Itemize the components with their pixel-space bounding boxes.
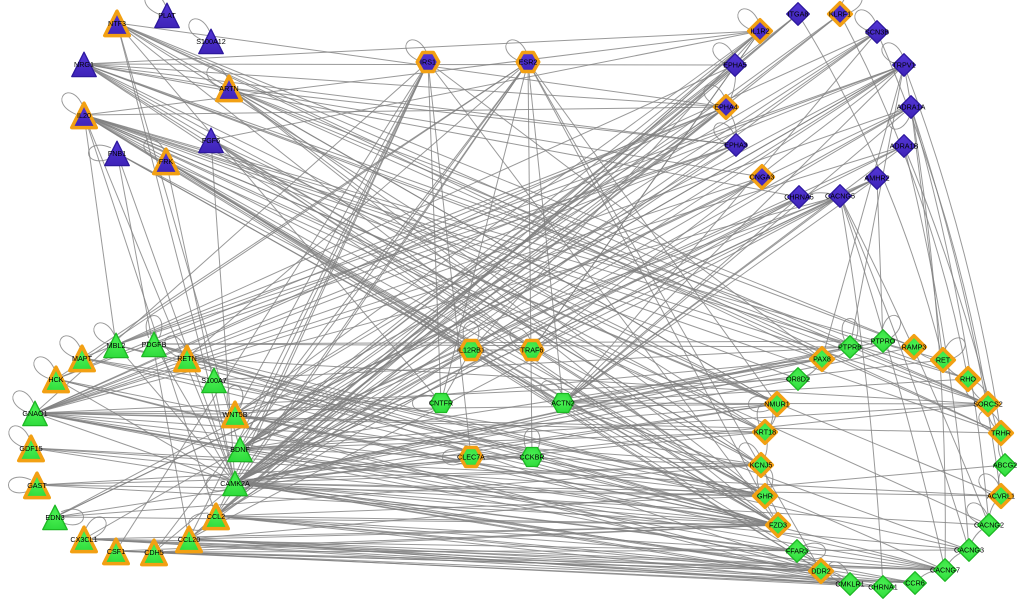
svg-text:CACNG5: CACNG5 [825, 192, 855, 201]
svg-text:PLAT: PLAT [158, 11, 176, 20]
svg-text:CACNG3: CACNG3 [954, 546, 984, 555]
svg-text:FFAR3: FFAR3 [786, 547, 808, 556]
svg-text:CNGA3: CNGA3 [750, 173, 775, 182]
svg-text:S100A7: S100A7 [201, 376, 227, 385]
svg-text:WNT5B: WNT5B [222, 410, 247, 419]
svg-text:PDGFB: PDGFB [142, 340, 167, 349]
svg-text:GAST: GAST [27, 481, 47, 490]
svg-text:ARTN: ARTN [219, 84, 238, 93]
svg-text:IRS1: IRS1 [420, 58, 436, 67]
svg-text:RHO: RHO [960, 375, 976, 384]
svg-text:IL12RB1: IL12RB1 [457, 346, 485, 355]
svg-text:HCK: HCK [48, 375, 63, 384]
svg-text:CCL2: CCL2 [207, 512, 225, 521]
svg-text:RET: RET [936, 356, 951, 365]
svg-text:EDN3: EDN3 [45, 513, 64, 522]
svg-text:AMHR2: AMHR2 [864, 174, 889, 183]
svg-text:ACVRL1: ACVRL1 [987, 492, 1015, 501]
svg-text:CAMK2A: CAMK2A [220, 479, 250, 488]
svg-text:TRHR: TRHR [991, 429, 1011, 438]
svg-text:CDH5: CDH5 [144, 548, 164, 557]
svg-text:CCKBR: CCKBR [519, 453, 544, 462]
svg-text:CACNG7: CACNG7 [930, 566, 960, 575]
svg-text:ADRA1B: ADRA1B [890, 142, 919, 151]
svg-text:S100A12: S100A12 [196, 37, 226, 46]
svg-text:KLRF1: KLRF1 [829, 10, 851, 19]
svg-text:CCR6: CCR6 [905, 579, 925, 588]
svg-text:GDF15: GDF15 [19, 444, 42, 453]
svg-text:KRT18: KRT18 [754, 428, 776, 437]
svg-text:CCL20: CCL20 [178, 535, 200, 544]
svg-text:EPHA3: EPHA3 [724, 141, 748, 150]
svg-text:NRG1: NRG1 [74, 60, 94, 69]
svg-text:EPHA4: EPHA4 [714, 103, 738, 112]
svg-text:ADRA1A: ADRA1A [897, 103, 926, 112]
svg-text:IL1R2: IL1R2 [750, 27, 769, 36]
svg-text:FZD3: FZD3 [769, 521, 787, 530]
svg-text:PTPRB: PTPRB [838, 343, 862, 352]
svg-text:TRPV1: TRPV1 [892, 61, 915, 70]
svg-text:FRK: FRK [159, 157, 174, 166]
svg-text:ABCG2: ABCG2 [993, 461, 1017, 470]
svg-text:KCNJ5: KCNJ5 [750, 461, 773, 470]
svg-text:ITGA8: ITGA8 [788, 10, 809, 19]
svg-text:RETN: RETN [177, 354, 197, 363]
svg-text:PAX8: PAX8 [813, 355, 831, 364]
svg-text:MAPT: MAPT [72, 354, 93, 363]
svg-text:NMUR1: NMUR1 [764, 400, 790, 409]
svg-text:GHR: GHR [757, 492, 773, 501]
svg-text:ESR2: ESR2 [519, 58, 538, 67]
svg-text:DDR2: DDR2 [811, 567, 831, 576]
svg-text:FNB1: FNB1 [108, 149, 126, 158]
svg-text:CNTFR: CNTFR [429, 399, 453, 408]
svg-text:EPHA5: EPHA5 [723, 61, 747, 70]
svg-text:OR8D2: OR8D2 [786, 375, 810, 384]
svg-text:CHRNA5: CHRNA5 [784, 193, 814, 202]
svg-text:CMKLR1: CMKLR1 [835, 580, 864, 589]
svg-text:FGF6: FGF6 [202, 136, 220, 145]
svg-text:IL20: IL20 [77, 111, 91, 120]
svg-text:CHRNA1: CHRNA1 [868, 583, 898, 592]
svg-text:SCN3B: SCN3B [865, 28, 889, 37]
svg-text:CLEC7A: CLEC7A [457, 453, 485, 462]
svg-text:SORCS2: SORCS2 [973, 400, 1003, 409]
svg-text:ACTN2: ACTN2 [551, 399, 575, 408]
svg-text:TRAF6: TRAF6 [521, 346, 544, 355]
svg-text:MBL2: MBL2 [107, 341, 126, 350]
svg-text:NTF3: NTF3 [108, 19, 126, 28]
svg-text:RAMP3: RAMP3 [902, 343, 927, 352]
svg-text:GNAO1: GNAO1 [22, 409, 47, 418]
svg-text:BDNF: BDNF [230, 445, 250, 454]
svg-text:PTPRO: PTPRO [871, 337, 896, 346]
svg-text:CACNG2: CACNG2 [974, 521, 1004, 530]
svg-text:CX3CL1: CX3CL1 [70, 535, 97, 544]
svg-text:CSF1: CSF1 [107, 547, 125, 556]
